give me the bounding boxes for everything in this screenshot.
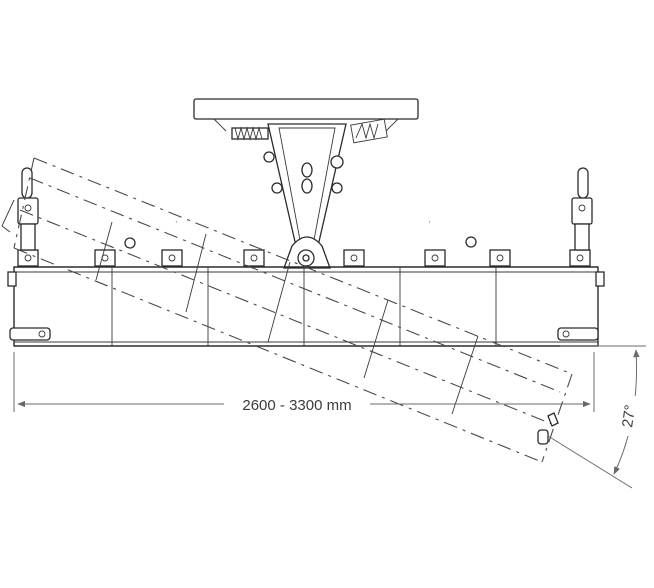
left-skid-assembly	[1, 167, 39, 251]
width-dimension-label: 2600 - 3300 mm	[242, 397, 351, 414]
angle-dimension-label: 27°	[619, 404, 639, 429]
left-hydraulic-cylinder	[124, 182, 283, 249]
mounting-brackets	[17, 249, 591, 267]
pivot-frame	[263, 123, 347, 269]
right-skid-assembly	[571, 167, 593, 251]
mounting-plate	[193, 98, 419, 132]
width-dimension: 2600 - 3300 mm	[13, 352, 595, 414]
left-spring	[231, 126, 269, 141]
straight-blade	[7, 266, 605, 347]
right-spring	[350, 118, 388, 144]
angle-dimension: 27°	[547, 345, 646, 489]
right-hydraulic-cylinder	[331, 182, 477, 248]
